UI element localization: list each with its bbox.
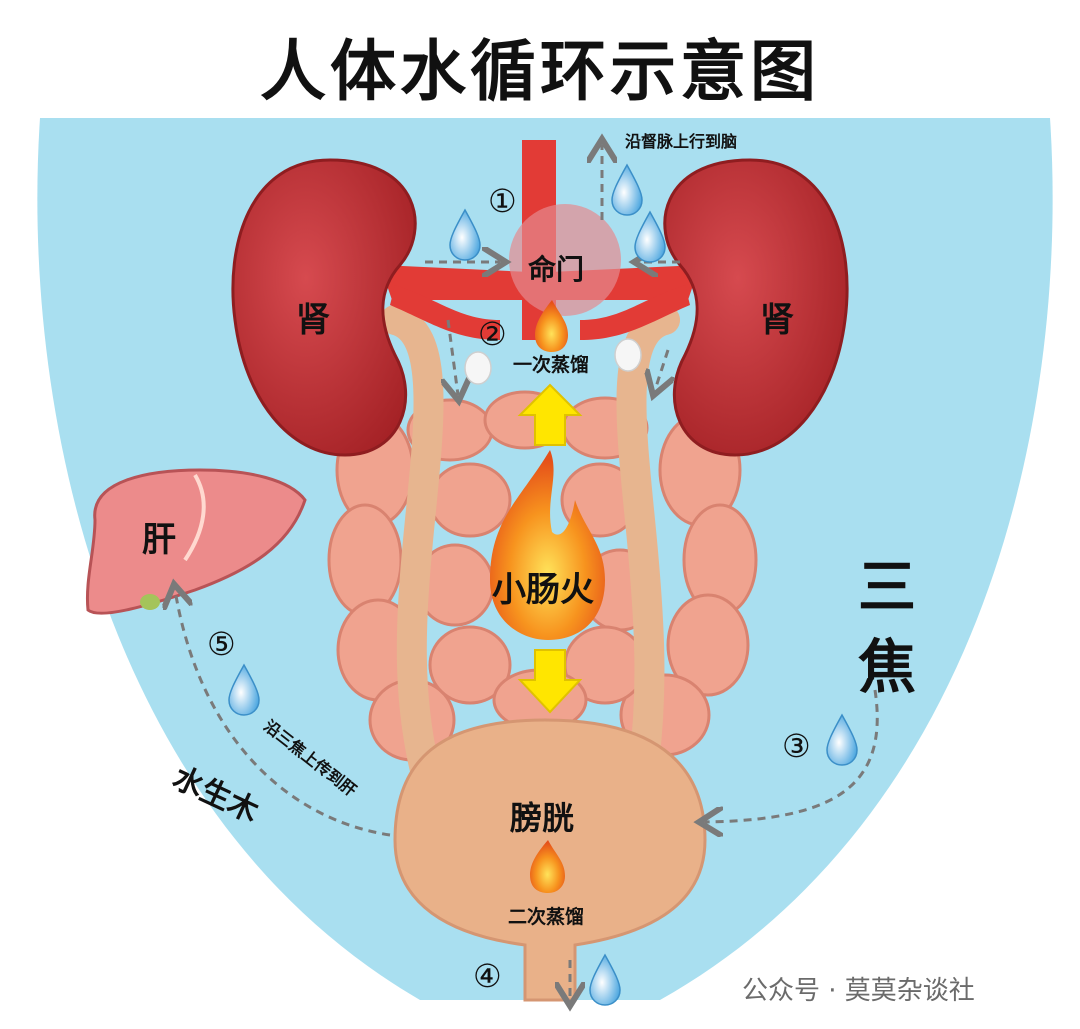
flow-arrows	[175, 145, 879, 1000]
kidney-right-label: 肾	[760, 300, 794, 340]
mingmen-label: 命门	[528, 253, 585, 286]
kidney-right-shape	[663, 158, 849, 457]
fire-icon-first	[535, 300, 568, 352]
step-4-label: ④	[473, 957, 502, 995]
arrow-down-yellow	[517, 649, 583, 714]
water-drops	[228, 163, 858, 1006]
small-intestine-fire-label: 小肠火	[492, 570, 594, 610]
liver-lobe-line	[183, 473, 206, 562]
small-intestine-fire	[490, 450, 605, 640]
page-title: 人体水循环示意图	[260, 33, 820, 110]
step-3-label: ③	[782, 727, 811, 765]
arrow-up-yellow	[517, 383, 583, 446]
mingmen-circle	[509, 204, 621, 316]
ureter-left	[380, 305, 445, 805]
step-5-label: ⑤	[207, 625, 236, 663]
second-distill-label: 二次蒸馏	[508, 906, 585, 928]
step-2-label: ②	[478, 315, 507, 353]
bladder-label: 膀胱	[510, 799, 575, 837]
liver-label: 肝	[142, 520, 176, 560]
sanjiao-label-2: 焦	[858, 633, 917, 701]
sanjiao-label-1: 三	[858, 553, 917, 621]
gallbladder	[140, 594, 160, 610]
to-brain-label: 沿督脉上行到脑	[625, 132, 738, 151]
kidney-left-shape	[231, 158, 417, 457]
white-drops	[464, 338, 642, 385]
fire-icon-second	[530, 840, 565, 893]
kidney-left-label: 肾	[296, 300, 330, 340]
watermark: 公众号 · 莫莫杂谈社	[742, 976, 975, 1006]
first-distill-label: 一次蒸馏	[513, 354, 590, 376]
step-1-label: ①	[488, 182, 517, 220]
